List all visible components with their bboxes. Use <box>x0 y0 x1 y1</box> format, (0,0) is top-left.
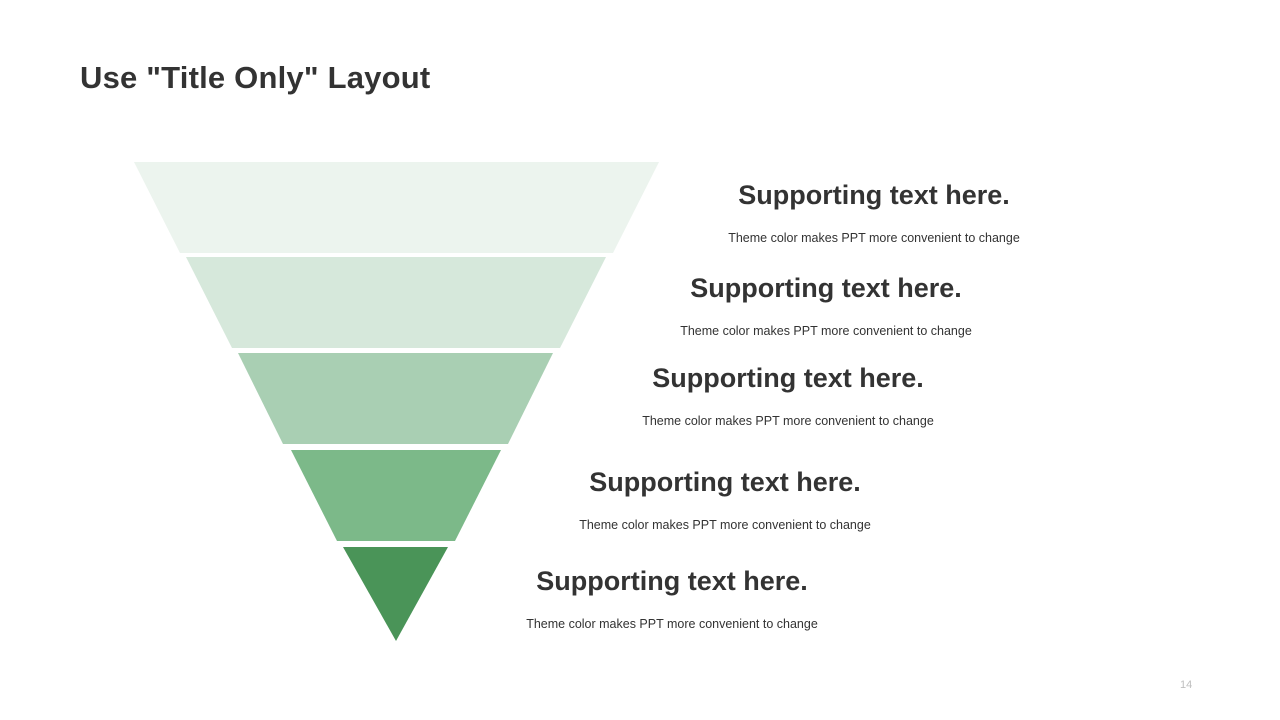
funnel-segment-4[interactable] <box>291 450 501 541</box>
block-subtext: Theme color makes PPT more convenient to… <box>728 230 1020 245</box>
block-subtext: Theme color makes PPT more convenient to… <box>579 517 871 532</box>
block-heading: Supporting text here. <box>690 273 962 303</box>
content-block-2: Supporting text here. Theme color makes … <box>586 273 1066 339</box>
funnel-segment-2[interactable] <box>186 257 606 348</box>
content-block-4: Supporting text here. Theme color makes … <box>485 467 965 533</box>
content-block-5: Supporting text here. Theme color makes … <box>432 566 912 632</box>
block-subtext: Theme color makes PPT more convenient to… <box>642 413 934 428</box>
content-block-1: Supporting text here. Theme color makes … <box>634 180 1114 246</box>
page-title: Use "Title Only" Layout <box>80 60 431 95</box>
block-heading: Supporting text here. <box>652 363 924 393</box>
content-block-3: Supporting text here. Theme color makes … <box>548 363 1028 429</box>
block-subtext: Theme color makes PPT more convenient to… <box>526 616 818 631</box>
block-heading: Supporting text here. <box>738 180 1010 210</box>
block-subtext: Theme color makes PPT more convenient to… <box>680 323 972 338</box>
funnel-segment-1[interactable] <box>134 162 659 253</box>
block-heading: Supporting text here. <box>536 566 808 596</box>
funnel-segment-3[interactable] <box>238 353 553 444</box>
block-heading: Supporting text here. <box>589 467 861 497</box>
page-number: 14 <box>1180 679 1193 691</box>
